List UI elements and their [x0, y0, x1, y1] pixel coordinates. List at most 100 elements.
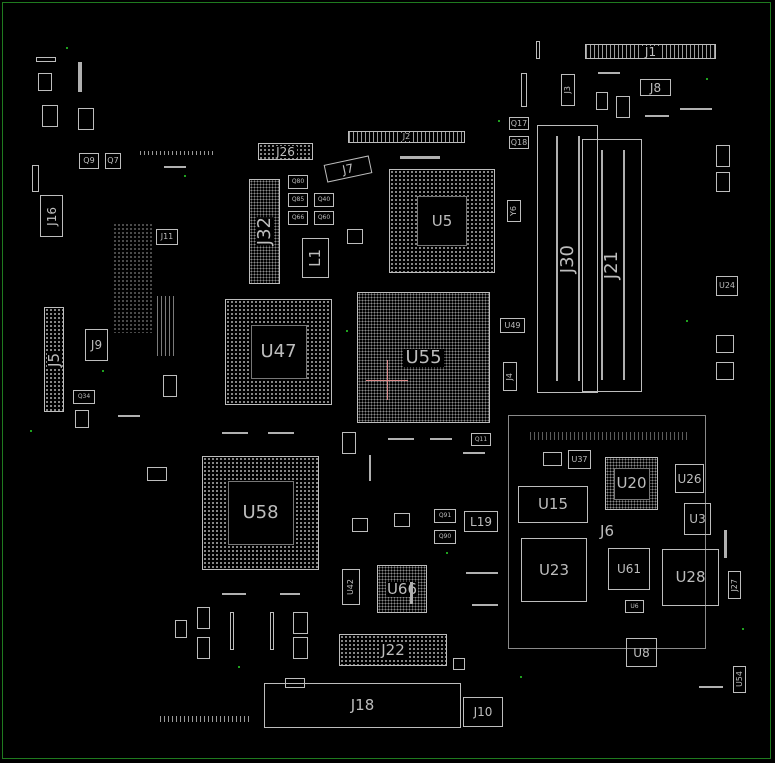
resistor-14: [163, 375, 177, 397]
connector-j16[interactable]: J16: [40, 195, 63, 237]
chip-u58[interactable]: U58: [202, 456, 319, 570]
via-3: [498, 120, 500, 122]
via-12: [346, 330, 348, 332]
connector-j1[interactable]: J1: [585, 44, 716, 59]
resistor-19: [285, 678, 305, 688]
resistor-18: [293, 637, 308, 659]
memory-slot-j30[interactable]: J30: [537, 125, 598, 393]
trace-18: [724, 530, 727, 558]
resistor-1: [36, 57, 56, 62]
chip-u37[interactable]: U37: [568, 450, 591, 469]
trace-8: [222, 593, 246, 595]
chip-u24[interactable]: U24: [716, 276, 738, 296]
chip-u28[interactable]: U28: [662, 549, 719, 606]
chip-u23[interactable]: U23: [521, 538, 587, 602]
chip-u6[interactable]: U6: [625, 600, 644, 613]
chip-u55[interactable]: U55: [357, 292, 490, 423]
resistor-29: [453, 658, 465, 670]
chip-u15[interactable]: U15: [518, 486, 588, 523]
trace-11: [598, 72, 620, 74]
via-2: [184, 175, 186, 177]
connector-j4[interactable]: J4: [503, 362, 517, 391]
trace-7: [280, 593, 300, 595]
transistor-q7[interactable]: Q7: [105, 153, 121, 169]
transistor-q17[interactable]: Q17: [509, 117, 529, 130]
resistor-26: [230, 612, 234, 650]
chip-u61[interactable]: U61: [608, 548, 650, 590]
connector-strip: [530, 432, 690, 440]
chip-u49[interactable]: U49: [500, 318, 525, 333]
via-6: [742, 628, 744, 630]
chip-u42[interactable]: U42: [342, 569, 360, 605]
trace-19: [410, 582, 413, 604]
resistor-30: [75, 410, 89, 428]
transistor-q66[interactable]: Q66: [288, 211, 308, 225]
resistor-15: [197, 607, 210, 629]
resistor-8: [716, 362, 734, 380]
transistor-q40[interactable]: Q40: [314, 193, 334, 207]
fiducial-marker-v: [387, 360, 388, 400]
via-11: [30, 430, 32, 432]
resistor-12: [342, 432, 356, 454]
resistor-10: [616, 96, 630, 118]
resistor-23: [521, 73, 527, 107]
resistor-4: [78, 108, 94, 130]
trace-1: [388, 438, 414, 440]
inductor-l19[interactable]: L19: [464, 511, 498, 532]
connector-j26[interactable]: J26: [258, 143, 313, 160]
transistor-q60[interactable]: Q60: [314, 211, 334, 225]
resistor-27: [270, 612, 274, 650]
resistor-9: [596, 92, 608, 110]
resistor-2: [38, 73, 52, 91]
inductor-l1[interactable]: L1: [302, 238, 329, 278]
trace-9: [680, 108, 712, 110]
connector-j18[interactable]: J18: [264, 683, 461, 728]
connector-j8[interactable]: J8: [640, 79, 671, 96]
transistor-q85[interactable]: Q85: [288, 193, 308, 207]
transistor-q34[interactable]: Q34: [73, 390, 95, 404]
resistor-5: [716, 145, 730, 167]
via-1: [66, 47, 68, 49]
transistor-q90[interactable]: Q90: [434, 530, 456, 544]
connector-j9[interactable]: J9: [85, 329, 108, 361]
connector-j5[interactable]: J5: [44, 307, 64, 412]
trace-20: [78, 62, 82, 92]
transistor-q91[interactable]: Q91: [434, 509, 456, 523]
resistor-11: [347, 229, 363, 244]
connector-j27[interactable]: J27: [728, 571, 741, 599]
connector-j2[interactable]: J2: [348, 131, 465, 143]
connector-j22[interactable]: J22: [339, 634, 447, 666]
pin-row-top-left: [140, 151, 216, 155]
trace-10: [645, 115, 669, 117]
resistor-28: [175, 620, 187, 638]
resistor-3: [42, 105, 58, 127]
transistor-q80[interactable]: Q80: [288, 175, 308, 189]
memory-slot-j21[interactable]: J21: [582, 139, 642, 392]
chip-u26[interactable]: U26: [675, 464, 704, 493]
trace-13: [699, 686, 723, 688]
trace-5: [466, 572, 498, 574]
resistor-24: [536, 41, 540, 59]
connector-j32[interactable]: J32: [249, 179, 280, 284]
chip-u5[interactable]: U5: [389, 169, 495, 273]
chip-u8[interactable]: U8: [626, 638, 657, 667]
pin-row-bottom: [160, 716, 252, 722]
connector-j11[interactable]: J11: [156, 229, 178, 245]
transistor-q11[interactable]: Q11: [471, 433, 491, 446]
trace-14: [369, 455, 371, 481]
via-9: [102, 370, 104, 372]
chip-u47[interactable]: U47: [225, 299, 332, 405]
chip-u20[interactable]: U20: [605, 457, 658, 510]
chip-u54[interactable]: U54: [733, 666, 746, 693]
resistor-21: [352, 518, 368, 532]
connector-j10[interactable]: J10: [463, 697, 503, 727]
trace-15: [463, 452, 485, 454]
crystal-y6[interactable]: Y6: [507, 200, 521, 222]
chip-u3[interactable]: U3: [684, 503, 711, 535]
connector-j3[interactable]: J3: [561, 74, 575, 106]
transistor-q9[interactable]: Q9: [79, 153, 99, 169]
transistor-q18[interactable]: Q18: [509, 136, 529, 149]
chip-area-outline: [508, 415, 706, 649]
chip-u66[interactable]: U66: [377, 565, 427, 613]
